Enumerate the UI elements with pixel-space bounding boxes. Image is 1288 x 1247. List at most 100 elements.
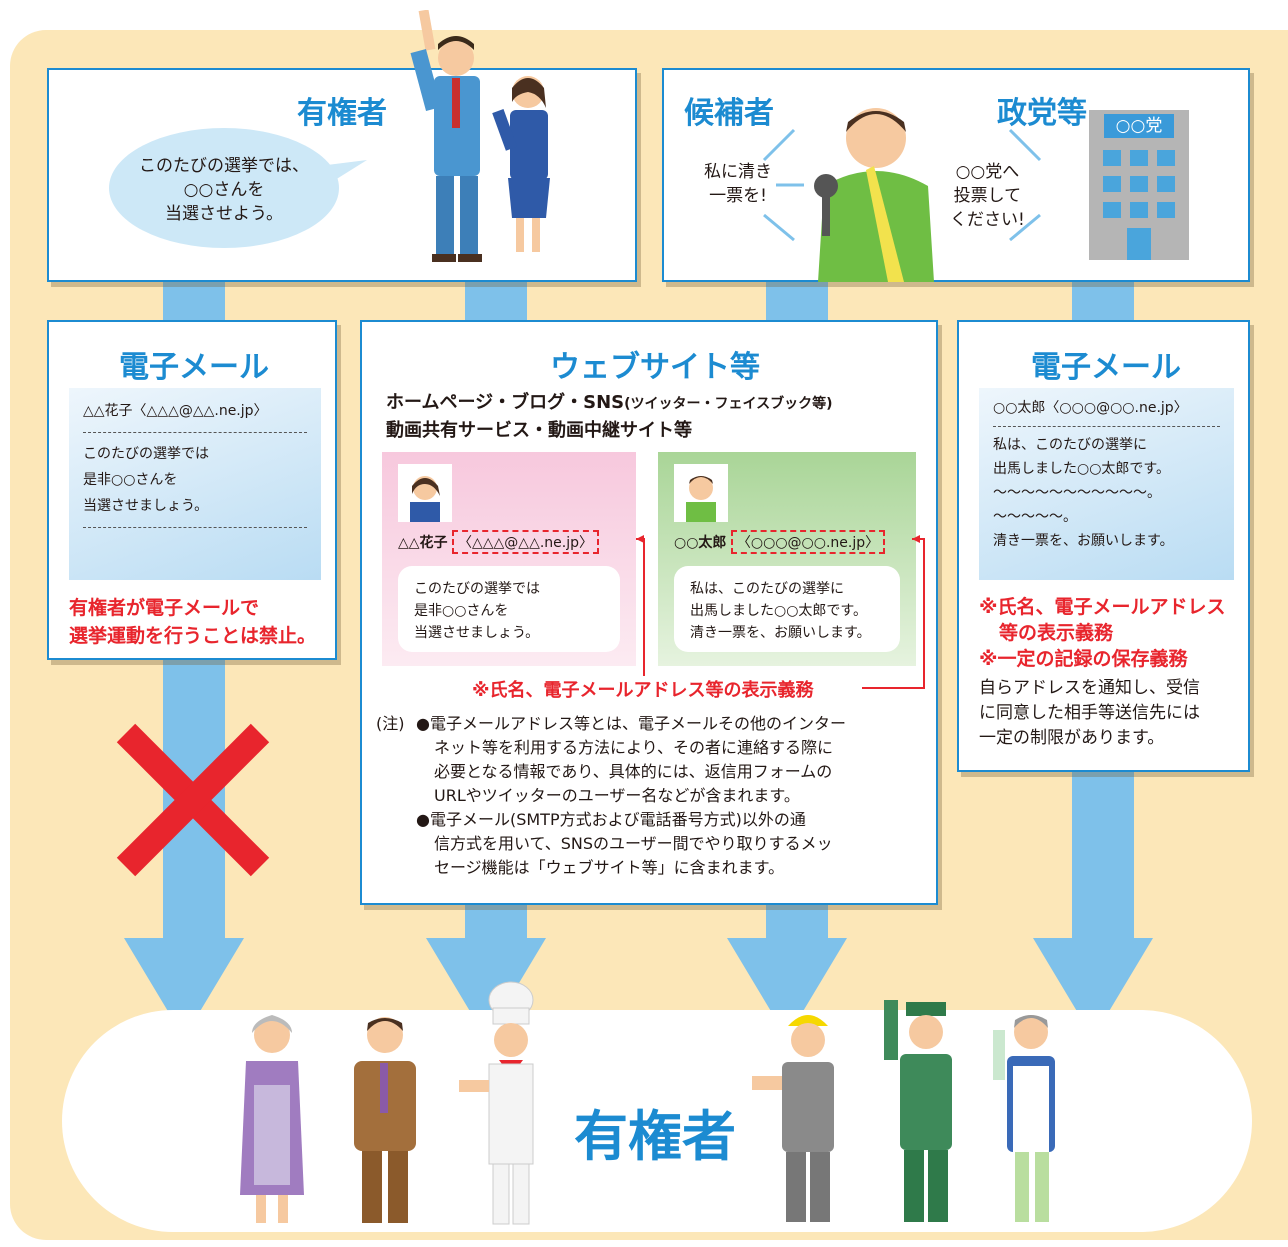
post-line: 当選させましょう。 bbox=[414, 625, 540, 641]
speech-line: 投票して bbox=[953, 186, 1022, 206]
party-speech: ○○党へ 投票して ください! bbox=[950, 160, 1025, 232]
post-line: 是非○○さんを bbox=[414, 603, 509, 619]
note-prefix: (注) bbox=[376, 714, 405, 733]
post-line: 出馬しました○○太郎です。 bbox=[690, 603, 868, 619]
candidate-speech: 私に清き 一票を! bbox=[704, 160, 772, 208]
post-line: このたびの選挙では bbox=[414, 581, 540, 597]
post-right-header: ○○太郎 〈○○○@○○.ne.jp〉 bbox=[674, 530, 886, 554]
avatar-hanako bbox=[398, 464, 452, 522]
candidate-party-box: 候補者 政党等 私に清き 一票を! ○○党へ 投票して ください! ○○党 bbox=[662, 68, 1250, 282]
speech-line: 私に清き bbox=[704, 162, 772, 182]
railway-worker-illustration bbox=[884, 1000, 952, 1222]
party-building-illustration: ○○党 bbox=[1089, 110, 1189, 260]
speech-line: ○○さんを bbox=[183, 180, 265, 200]
warning-line: 選挙運動を行うことは禁止。 bbox=[69, 625, 317, 647]
note-line: セージ機能は「ウェブサイト等」に含まれます。 bbox=[434, 858, 785, 877]
window bbox=[1157, 176, 1175, 192]
window bbox=[1103, 150, 1121, 166]
post-left-card: △△花子 〈△△△@△△.ne.jp〉 このたびの選挙では 是非○○さんを 当選… bbox=[382, 452, 636, 666]
post-line: 私は、このたびの選挙に bbox=[690, 581, 844, 597]
man-pointing-illustration bbox=[410, 10, 482, 262]
email-line: 清き一票を、お願いします。 bbox=[993, 533, 1174, 549]
website-title: ウェブサイト等 bbox=[550, 350, 760, 385]
email-line: 是非○○さんを bbox=[83, 472, 178, 488]
note-line: 信方式を用いて、SNSのユーザー間でやり取りするメッ bbox=[434, 834, 833, 853]
email-left-card: △△花子〈△△△@△△.ne.jp〉 このたびの選挙では 是非○○さんを 当選さ… bbox=[69, 388, 321, 580]
note-line: 自らアドレスを通知し、受信 bbox=[979, 678, 1200, 698]
candidate-illustration bbox=[814, 108, 934, 282]
window bbox=[1157, 150, 1175, 166]
speech-tail-icon bbox=[327, 160, 367, 185]
email-line: 出馬しました○○太郎です。 bbox=[993, 461, 1171, 477]
post-left-name: △△花子 bbox=[398, 535, 448, 551]
email-line: 当選させましょう。 bbox=[83, 498, 209, 514]
email-right-card: ○○太郎〈○○○@○○.ne.jp〉 私は、このたびの選挙に 出馬しました○○太… bbox=[979, 388, 1234, 580]
obligation-line: ※一定の記録の保存義務 bbox=[979, 648, 1188, 670]
website-obligation: ※氏名、電子メールアドレス等の表示義務 bbox=[468, 676, 818, 702]
email-from: ○○太郎〈○○○@○○.ne.jp〉 bbox=[993, 400, 1188, 416]
window bbox=[1103, 202, 1121, 218]
avatar-taro bbox=[674, 464, 728, 522]
speech-line: ください! bbox=[950, 210, 1025, 230]
shout-lines-icon bbox=[762, 128, 804, 242]
post-right-card: ○○太郎 〈○○○@○○.ne.jp〉 私は、このたびの選挙に 出馬しました○○… bbox=[658, 452, 916, 666]
email-line: 〜〜〜〜〜〜〜〜〜〜〜。 bbox=[993, 485, 1161, 501]
window bbox=[1157, 202, 1175, 218]
businessman-illustration bbox=[354, 1017, 416, 1223]
obligation-line: ※氏名、電子メールアドレス bbox=[979, 596, 1226, 618]
website-line2: 動画共有サービス・動画中継サイト等 bbox=[386, 420, 692, 441]
website-line1-sub: (ツイッター・フェイスブック等) bbox=[624, 396, 833, 412]
window bbox=[1130, 202, 1148, 218]
email-right-obligation: ※氏名、電子メールアドレス 等の表示義務 ※一定の記録の保存義務 bbox=[979, 594, 1225, 672]
note-line: ●電子メールアドレス等とは、電子メールその他のインター bbox=[416, 714, 846, 733]
candidate-title: 候補者 bbox=[684, 96, 774, 131]
window bbox=[1130, 150, 1148, 166]
email-left-warning: 有権者が電子メールで 選挙運動を行うことは禁止。 bbox=[69, 594, 316, 650]
party-sign: ○○党 bbox=[1104, 114, 1174, 138]
email-right-note: 自らアドレスを通知し、受信 に同意した相手等送信先には 一定の制限があります。 bbox=[979, 676, 1200, 751]
website-line1-main: ホームページ・ブログ・SNS bbox=[386, 392, 625, 413]
voters-top-box: 有権者 このたびの選挙では、 ○○さんを 当選させよう。 bbox=[47, 10, 637, 282]
note-line: 必要となる情報であり、具体的には、返信用フォームの bbox=[434, 762, 833, 781]
post-line: 清き一票を、お願いします。 bbox=[690, 625, 871, 641]
obligation-connector bbox=[618, 535, 925, 689]
construction-worker-illustration bbox=[752, 1015, 834, 1222]
party-title: 政党等 bbox=[997, 96, 1087, 131]
note-line: 一定の制限があります。 bbox=[979, 728, 1165, 748]
voters-speech-bubble: このたびの選挙では、 ○○さんを 当選させよう。 bbox=[109, 128, 339, 248]
email-right-box: 電子メール ○○太郎〈○○○@○○.ne.jp〉 私は、このたびの選挙に 出馬し… bbox=[957, 320, 1250, 772]
chef-illustration bbox=[459, 981, 534, 1225]
website-line1: ホームページ・ブログ・SNS(ツイッター・フェイスブック等) bbox=[386, 388, 832, 414]
voters-bottom-title: 有権者 bbox=[574, 1105, 736, 1168]
email-left-title: 電子メール bbox=[119, 350, 269, 385]
elderly-woman-illustration bbox=[240, 1015, 304, 1223]
window bbox=[1130, 176, 1148, 192]
post-left-body: このたびの選挙では 是非○○さんを 当選させましょう。 bbox=[398, 566, 620, 652]
obligation-line: 等の表示義務 bbox=[999, 622, 1114, 644]
note-line: ネット等を利用する方法により、その者に連絡する際に bbox=[434, 738, 834, 757]
prohibited-cross-icon bbox=[116, 723, 270, 877]
note-line: に同意した相手等送信先には bbox=[979, 703, 1200, 723]
woman-illustration bbox=[492, 76, 550, 252]
website-box: ウェブサイト等 ホームページ・ブログ・SNS(ツイッター・フェイスブック等) 動… bbox=[360, 320, 938, 905]
email-line: 〜〜〜〜〜。 bbox=[993, 509, 1077, 525]
grocer-illustration bbox=[993, 1015, 1055, 1222]
shout-lines-icon bbox=[1008, 128, 1042, 242]
post-right-address: 〈○○○@○○.ne.jp〉 bbox=[730, 530, 886, 554]
email-right-title: 電子メール bbox=[1031, 350, 1181, 385]
divider bbox=[83, 527, 307, 528]
speech-line: 一票を! bbox=[709, 186, 767, 206]
divider bbox=[83, 432, 307, 433]
email-left-box: 電子メール △△花子〈△△△@△△.ne.jp〉 このたびの選挙では 是非○○さ… bbox=[47, 320, 337, 660]
website-note: (注) ●電子メールアドレス等とは、電子メールその他のインター ネット等を利用す… bbox=[376, 712, 846, 880]
warning-line: 有権者が電子メールで bbox=[69, 597, 260, 619]
post-right-body: 私は、このたびの選挙に 出馬しました○○太郎です。 清き一票を、お願いします。 bbox=[674, 566, 900, 652]
voters-top-title: 有権者 bbox=[297, 96, 387, 131]
divider bbox=[993, 426, 1220, 427]
window bbox=[1103, 176, 1121, 192]
speech-line: ○○党へ bbox=[955, 162, 1020, 182]
note-line: ●電子メール(SMTP方式および電話番号方式)以外の通 bbox=[416, 810, 806, 829]
post-right-name: ○○太郎 bbox=[674, 535, 727, 551]
post-left-header: △△花子 〈△△△@△△.ne.jp〉 bbox=[398, 530, 599, 554]
email-line: このたびの選挙では bbox=[83, 446, 209, 462]
